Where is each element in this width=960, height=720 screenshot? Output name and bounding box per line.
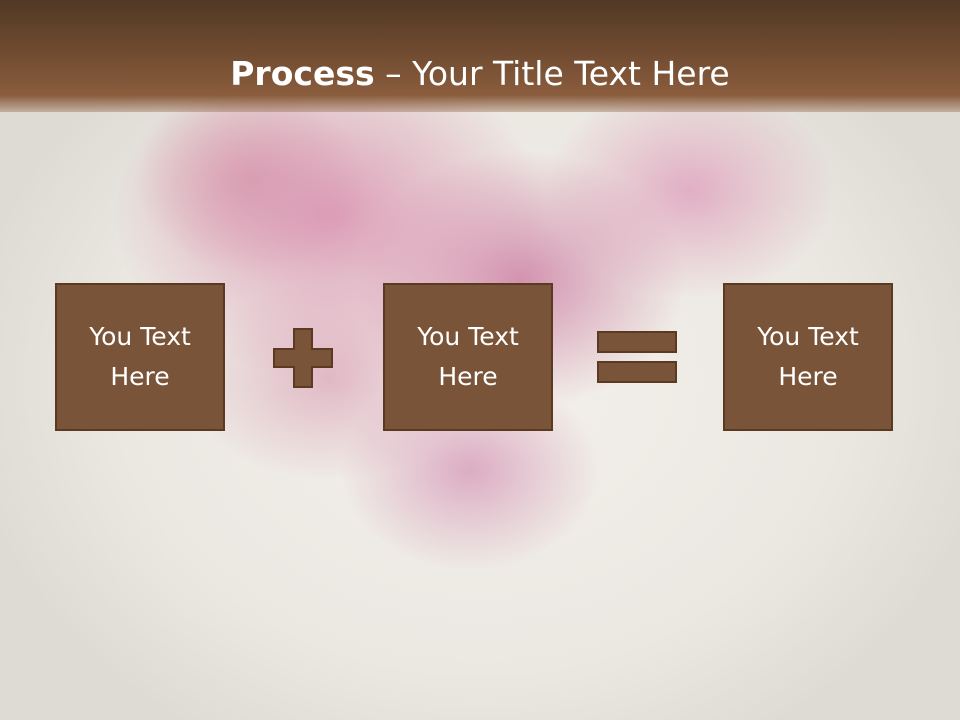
process-box-2-text: You Text Here: [417, 322, 519, 391]
slide-title: Process – Your Title Text Here: [0, 52, 960, 96]
plus-icon: [273, 328, 333, 388]
process-box-3-text: You Text Here: [757, 322, 859, 391]
process-box-1: You Text Here: [55, 283, 225, 431]
title-rest: Your Title Text Here: [412, 54, 730, 93]
process-box-2: You Text Here: [383, 283, 553, 431]
title-dash: –: [374, 54, 413, 93]
title-bar: [0, 0, 960, 112]
process-box-3: You Text Here: [723, 283, 893, 431]
process-box-1-text: You Text Here: [89, 322, 191, 391]
equals-icon: [597, 331, 677, 383]
title-bold: Process: [230, 54, 375, 93]
